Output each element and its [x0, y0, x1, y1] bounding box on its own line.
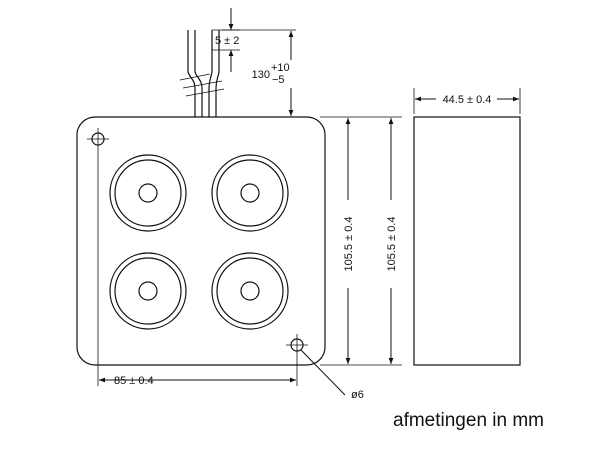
units-note: afmetingen in mm — [393, 410, 545, 431]
width-label: 85 ± 0.4 — [114, 375, 154, 387]
wire-length-minus: −5 — [272, 74, 285, 86]
wire-length-label: 130 +10 −5 — [252, 62, 290, 86]
transducer-bottom-left — [109, 252, 187, 330]
lead-wires — [179, 30, 225, 117]
side-view — [413, 116, 521, 366]
wire-length-plus: +10 — [271, 62, 290, 74]
transducer-top-left — [109, 154, 187, 232]
wire-spacing-label: 5 ± 2 — [215, 35, 239, 47]
dim-hole-leader — [300, 349, 346, 396]
dim-height-front-lines — [320, 116, 402, 366]
wire-length-base: 130 — [252, 69, 270, 81]
transducer-top-right — [211, 154, 289, 232]
dim-wire-length-lines — [222, 29, 296, 116]
depth-label: 44.5 ± 0.4 — [443, 94, 492, 106]
height-front-label: 105.5 ± 0.4 — [343, 217, 355, 272]
front-housing — [76, 116, 326, 366]
dim-width-lines — [97, 150, 298, 386]
transducer-bottom-right — [211, 252, 289, 330]
dim-depth-lines — [413, 88, 521, 114]
mounting-hole-bottom-right — [286, 334, 308, 356]
hole-diameter-label: ø6 — [351, 389, 364, 401]
front-view — [76, 30, 326, 366]
side-housing — [413, 116, 521, 366]
mounting-hole-top-left — [87, 128, 109, 150]
height-side-label: 105.5 ± 0.4 — [386, 217, 398, 272]
